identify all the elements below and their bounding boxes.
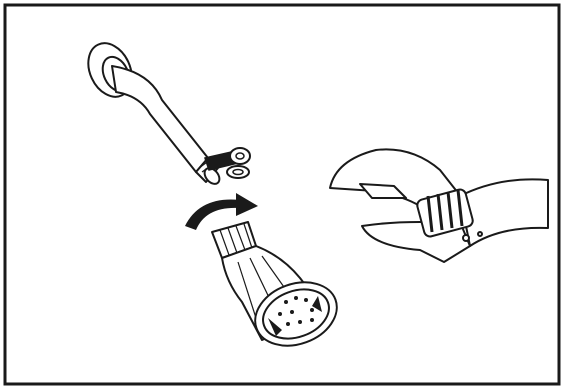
tape-roll-core <box>236 153 244 159</box>
wrench-rivet <box>478 232 482 236</box>
wrench-pivot <box>463 235 469 241</box>
washer-inner <box>233 170 243 175</box>
washer <box>227 166 249 178</box>
